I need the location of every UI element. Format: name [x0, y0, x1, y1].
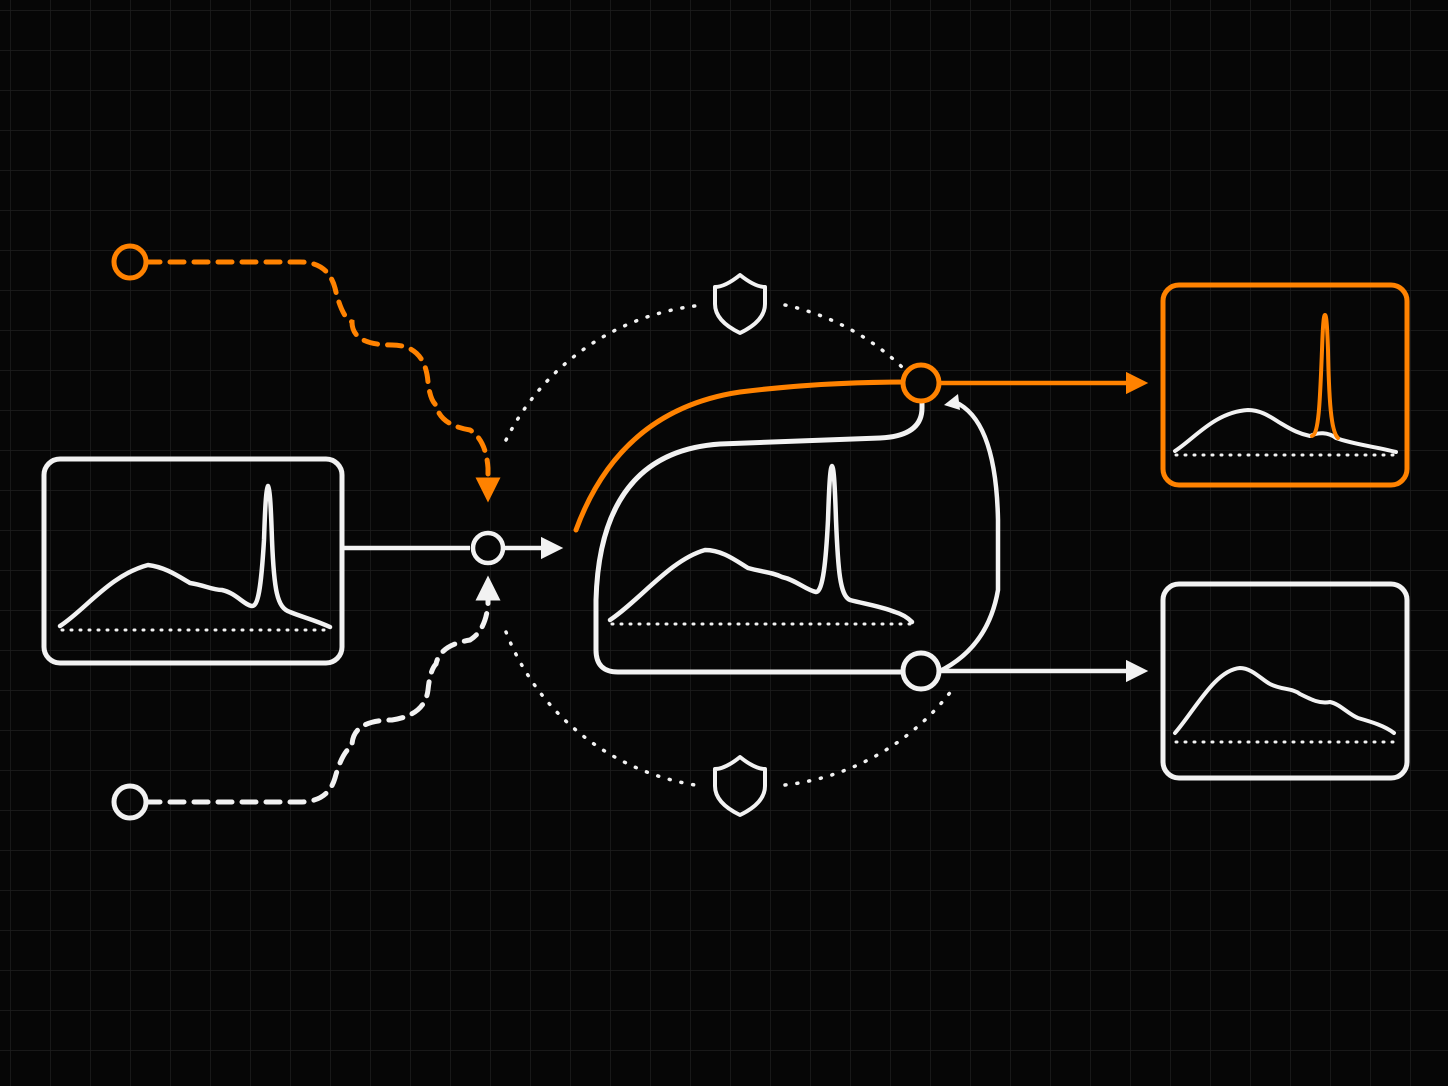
center-spectrum-curve — [607, 463, 915, 625]
merge-node — [470, 530, 506, 566]
guard-ring — [504, 303, 954, 787]
shield-icon — [713, 755, 767, 817]
bottom-signal — [111, 575, 501, 821]
shield-icon — [713, 273, 767, 335]
center-panel — [573, 379, 1001, 675]
residual-curve — [1173, 666, 1396, 735]
highlight-peak — [1310, 313, 1340, 440]
residual-output-panel — [1160, 581, 1410, 781]
feedback-loop — [935, 399, 1001, 675]
top-signal-path — [143, 259, 501, 503]
highlight-route — [573, 379, 908, 533]
bottom-signal-path — [143, 575, 501, 805]
top-signal — [111, 243, 501, 503]
residual-output-node — [900, 650, 942, 692]
input-spectrum-curve — [57, 483, 333, 630]
center-panel-frame — [593, 382, 925, 675]
highlight-output-panel — [1160, 282, 1410, 488]
input-panel — [41, 456, 345, 666]
highlight-output-node — [900, 362, 942, 404]
feedback-arrow-head — [944, 394, 960, 410]
